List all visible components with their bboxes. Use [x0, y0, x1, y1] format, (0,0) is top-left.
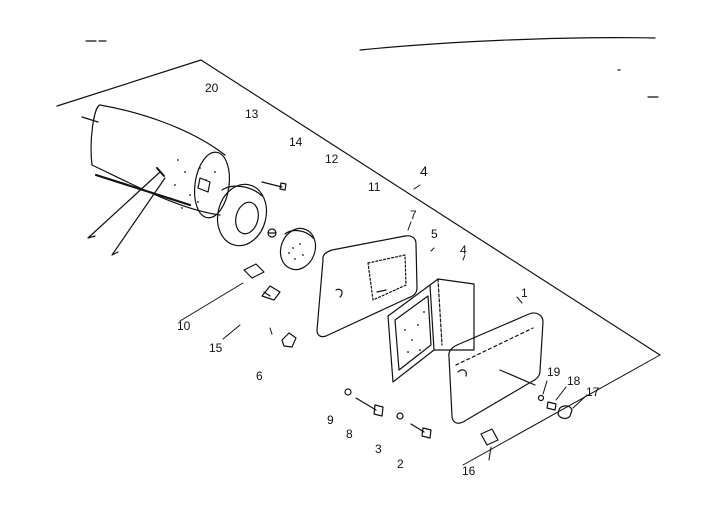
leader-18 [555, 386, 567, 401]
pin-18 [546, 401, 557, 411]
motor-housing [81, 104, 231, 219]
reflector-panel [316, 235, 418, 338]
callout-9: 9 [327, 413, 334, 427]
outer-lens [448, 312, 544, 424]
base-plane [56, 59, 661, 466]
leader-4-plane [413, 184, 421, 190]
callout-8: 8 [346, 427, 353, 441]
leader-16 [488, 446, 492, 461]
leader-17 [572, 394, 588, 409]
leader-lines [179, 184, 588, 461]
lead-wires [87, 167, 166, 256]
part-6 [281, 332, 297, 348]
leader-6 [269, 327, 273, 335]
lens-frame [387, 278, 475, 383]
spacer-ring [216, 183, 268, 247]
leader-10 [179, 282, 244, 322]
leader-4 [462, 254, 466, 261]
clip-12 [267, 228, 277, 238]
callout-14: 14 [289, 135, 303, 149]
plug-16 [480, 428, 499, 446]
part-10 [243, 263, 265, 279]
callout-3: 3 [375, 442, 382, 456]
dome-11 [279, 227, 317, 271]
callout-5: 5 [431, 227, 438, 241]
leader-5 [430, 247, 435, 252]
callout-15: 15 [209, 341, 223, 355]
callout-7: 7 [410, 208, 417, 222]
bolt-9 [344, 388, 384, 417]
callout-20: 20 [205, 81, 219, 95]
callout-13: 13 [245, 107, 259, 121]
callout-4-plane: 4 [420, 163, 428, 179]
callout-11: 11 [368, 180, 381, 194]
scan-artifacts [85, 37, 659, 98]
callout-2: 2 [397, 457, 404, 471]
callout-17: 17 [586, 385, 600, 399]
callout-1: 1 [521, 286, 528, 300]
leader-7 [407, 221, 412, 231]
callout-12: 12 [325, 152, 339, 166]
callout-labels: 20 13 14 12 11 4 7 5 4 1 10 15 6 9 8 3 2… [177, 81, 600, 478]
washer-19 [537, 394, 545, 402]
part-15 [261, 285, 281, 301]
leader-19 [542, 380, 548, 395]
leader-15 [222, 324, 241, 340]
callout-4: 4 [460, 243, 467, 257]
leader-1 [516, 296, 523, 304]
callout-10: 10 [177, 319, 191, 333]
callout-18: 18 [567, 374, 581, 388]
housing-texture [169, 159, 216, 209]
callout-19: 19 [547, 365, 561, 379]
cap-17 [557, 405, 573, 420]
callout-6: 6 [256, 369, 263, 383]
bolt-2 [396, 412, 432, 439]
callout-16: 16 [462, 464, 476, 478]
screw-14 [261, 181, 287, 191]
